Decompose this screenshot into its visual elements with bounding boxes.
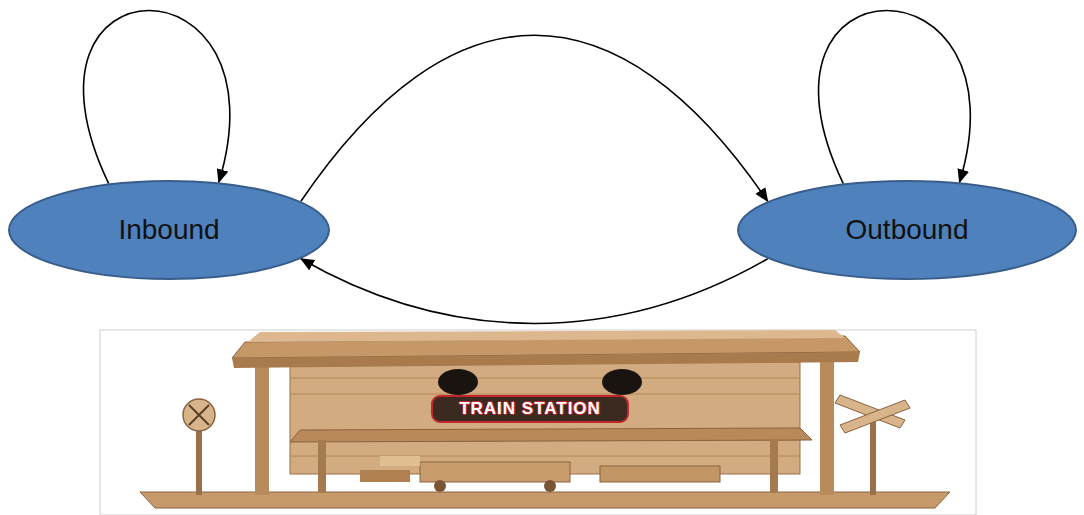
state-ellipse: Inbound: [8, 180, 330, 280]
sign-text: TRAIN STATION: [432, 396, 628, 422]
state-label: Outbound: [846, 214, 969, 246]
transition-arrow: [84, 10, 230, 183]
transition-arrow: [301, 259, 768, 324]
transition-arrow: [819, 10, 971, 183]
state-ellipse: Outbound: [737, 180, 1077, 280]
transition-arrow: [301, 35, 768, 201]
state-label: Inbound: [118, 214, 219, 246]
